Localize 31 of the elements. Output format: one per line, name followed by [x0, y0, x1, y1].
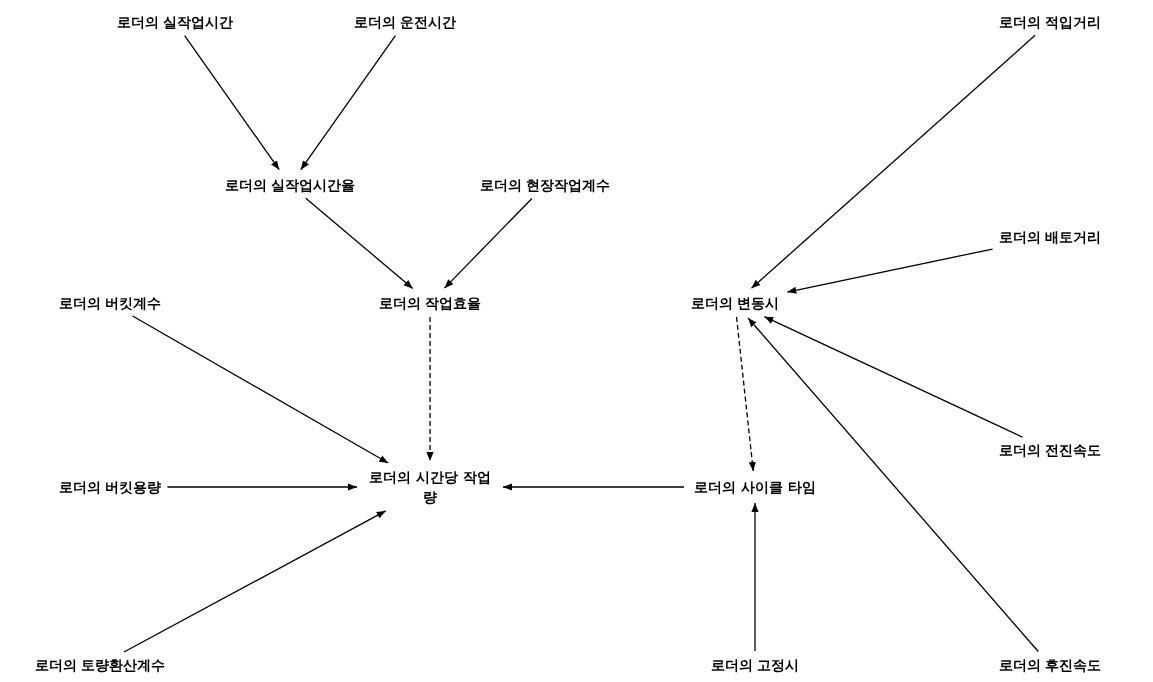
arrow: [183, 35, 280, 171]
arrow: [763, 316, 1024, 438]
arrow: [300, 35, 397, 171]
node-label: 로더의 적입거리: [994, 10, 1106, 34]
node-label: 로더의 변동시: [686, 291, 784, 315]
node-label: 로더의 토량환산계수: [30, 653, 170, 677]
node-label: 로더의 사이클 타임: [686, 475, 824, 499]
node-label: 로더의 시간당 작업량: [361, 465, 499, 509]
arrow: [750, 34, 1036, 289]
arrow: [123, 510, 387, 653]
arrow: [786, 248, 994, 294]
node-label: 로더의 실작업시간: [112, 10, 238, 34]
node-label: 로더의 후진속도: [994, 653, 1106, 677]
arrow: [166, 483, 358, 491]
node-label: 로더의 현장작업계수: [475, 173, 615, 197]
node-label: 로더의 운전시간: [349, 10, 461, 34]
node-label: 로더의 고정시: [706, 653, 804, 677]
node-label: 로더의 배토거리: [994, 225, 1106, 249]
arrow: [747, 317, 1039, 653]
arrow: [502, 483, 685, 491]
arrow: [305, 197, 414, 290]
node-label: 로더의 전진속도: [994, 438, 1106, 462]
arrow: [735, 316, 756, 472]
node-label: 로더의 버킷계수: [54, 291, 166, 315]
node-label: 로더의 실작업시간율: [220, 173, 360, 197]
arrow: [751, 502, 759, 652]
node-label: 로더의 버킷용량: [54, 475, 166, 499]
node-label: 로더의 작업효율: [374, 291, 486, 315]
arrow: [443, 197, 533, 289]
arrow: [426, 316, 434, 462]
arrow: [131, 315, 389, 464]
